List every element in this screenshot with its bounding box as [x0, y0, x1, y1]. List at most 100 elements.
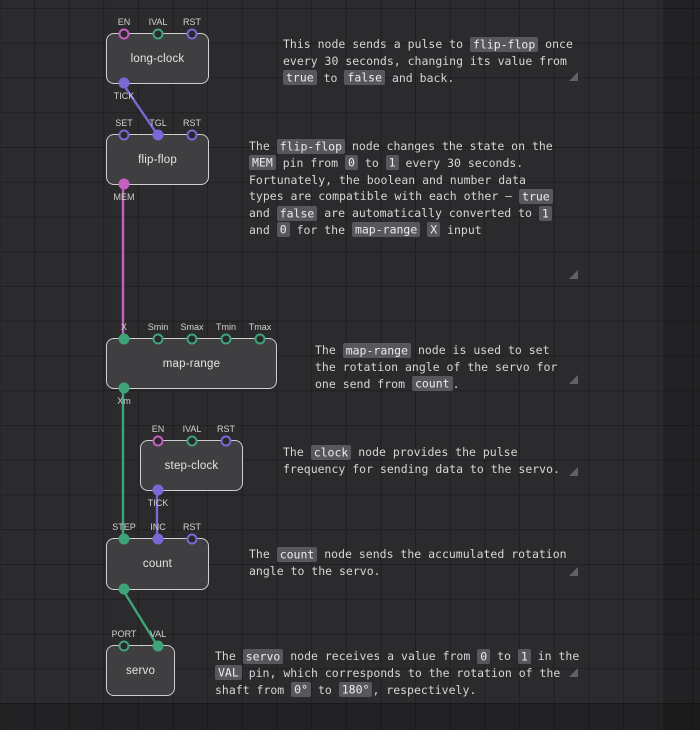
pin-dot [118, 640, 130, 652]
node-count[interactable]: count STEP INC RST [106, 522, 209, 595]
pin-label: Tmin [216, 322, 236, 332]
comment-line: angle to the servo. [249, 563, 381, 578]
pin-label: RST [183, 522, 201, 532]
comment-line: types are compatible with each other — t… [249, 188, 553, 205]
pin-label: Smax [180, 322, 204, 332]
comment-line: The flip-flop node changes the state on … [249, 138, 553, 154]
pin-dot [118, 77, 130, 89]
pin-dot [220, 435, 232, 447]
node-long-clock[interactable]: long-clock EN IVAL RST TICK [106, 17, 209, 101]
inline-code: 0° [291, 682, 312, 698]
wire-tick-to-tgl[interactable] [121, 82, 159, 136]
pin-label: Smin [147, 322, 169, 332]
pin-dot [186, 333, 198, 345]
pin-label: PORT [111, 629, 137, 639]
pin-dot [186, 129, 198, 141]
pin-dot [186, 533, 198, 545]
pin-label: RST [183, 17, 201, 27]
pin-dot [152, 533, 164, 545]
pin-dot [186, 28, 198, 40]
node-label: count [142, 558, 173, 570]
comment-line: and 0 for the map-range X input [249, 222, 482, 238]
pin-dot [118, 333, 130, 345]
pin-dot [152, 640, 164, 652]
comment-line: and false are automatically converted to… [249, 205, 553, 222]
pin-label: X [120, 322, 128, 332]
inline-code: clock [310, 444, 352, 460]
pin-label: IVAL [182, 424, 202, 434]
comment-line: true to false and back. [283, 70, 573, 87]
inline-code: true [283, 70, 317, 86]
inline-code: map-range [351, 222, 421, 238]
comment-resize-handle[interactable] [569, 375, 578, 384]
pin-dot [118, 129, 130, 141]
pin-label: Xm [117, 396, 131, 406]
pin-dot [118, 28, 130, 40]
pin-dot [118, 382, 130, 394]
comment-line: Fortunately, the boolean and number data [249, 172, 526, 187]
pin-label: VAL [149, 629, 167, 639]
inline-code: count [411, 376, 453, 392]
pin-dot [118, 583, 130, 595]
pin-dot [152, 333, 164, 345]
comment-resize-handle[interactable] [569, 270, 578, 279]
inline-code: 0 [477, 648, 491, 664]
inline-code: 1 [385, 155, 399, 171]
comment-line: VAL pin, which corresponds to the rotati… [215, 665, 579, 682]
inline-code: count [276, 546, 318, 562]
inline-code: X [427, 222, 441, 238]
node-label: map-range [162, 357, 221, 370]
comment-count[interactable]: The count node sends the accumulated rot… [249, 546, 567, 580]
pin-dot [220, 333, 232, 345]
comment-line: This node sends a pulse to flip-flop onc… [283, 36, 573, 52]
inline-code: MEM [249, 155, 276, 171]
inline-code: 1 [517, 648, 531, 664]
comment-resize-handle[interactable] [569, 668, 578, 677]
inline-code: flip-flop [469, 36, 539, 52]
comment-resize-handle[interactable] [569, 72, 578, 81]
node-step-clock[interactable]: step-clock EN IVAL RST TICK [140, 424, 243, 508]
comment-resize-handle[interactable] [569, 467, 578, 476]
node-servo[interactable]: servo PORT VAL [106, 629, 175, 696]
node-flip-flop[interactable]: flip-flop SET TGL RST MEM [106, 118, 209, 202]
pin-label: STEP [112, 522, 136, 532]
pin-label: INC [150, 522, 166, 532]
pin-dot [118, 533, 130, 545]
inline-code: servo [242, 648, 284, 664]
comment-servo[interactable]: The servo node receives a value from 0 t… [215, 648, 579, 698]
inline-code: false [344, 70, 386, 86]
comment-resize-handle[interactable] [569, 567, 578, 576]
node-label: step-clock [164, 459, 219, 472]
inline-code: 1 [538, 205, 552, 221]
inline-code: 0 [345, 155, 358, 171]
comment-line: The clock node provides the pulse [283, 444, 518, 460]
pin-label: IVAL [148, 17, 168, 27]
comment-line: The map-range node is used to set [315, 342, 550, 358]
pin-dot [152, 484, 164, 496]
inline-code: false [276, 205, 318, 221]
inline-code: flip-flop [276, 138, 346, 154]
inline-code: map-range [342, 342, 412, 358]
pin-label: TGL [149, 118, 167, 128]
comment-flip-flop[interactable]: The flip-flop node changes the state on … [249, 138, 553, 239]
pin-label: TICK [113, 91, 135, 101]
comment-long-clock[interactable]: This node sends a pulse to flip-flop onc… [283, 36, 573, 86]
comment-line: shaft from 0° to 180°, respectively. [215, 682, 477, 698]
pin-label: MEM [113, 192, 135, 202]
comment-line: one send from count. [315, 376, 460, 392]
inline-code: 0 [276, 222, 290, 238]
pin-label: TICK [147, 498, 169, 508]
inline-code: VAL [215, 665, 242, 681]
pin-label: EN [117, 17, 131, 27]
inline-code: 180° [338, 682, 373, 698]
comment-line: The servo node receives a value from 0 t… [215, 648, 580, 664]
comment-line: frequency for sending data to the servo. [283, 461, 560, 476]
node-map-range[interactable]: map-range X Smin Smax Tmin Tmax Xm [106, 322, 277, 406]
wire-count-to-val[interactable] [121, 588, 159, 647]
pin-label: SET [115, 118, 133, 128]
pin-label: RST [183, 118, 201, 128]
